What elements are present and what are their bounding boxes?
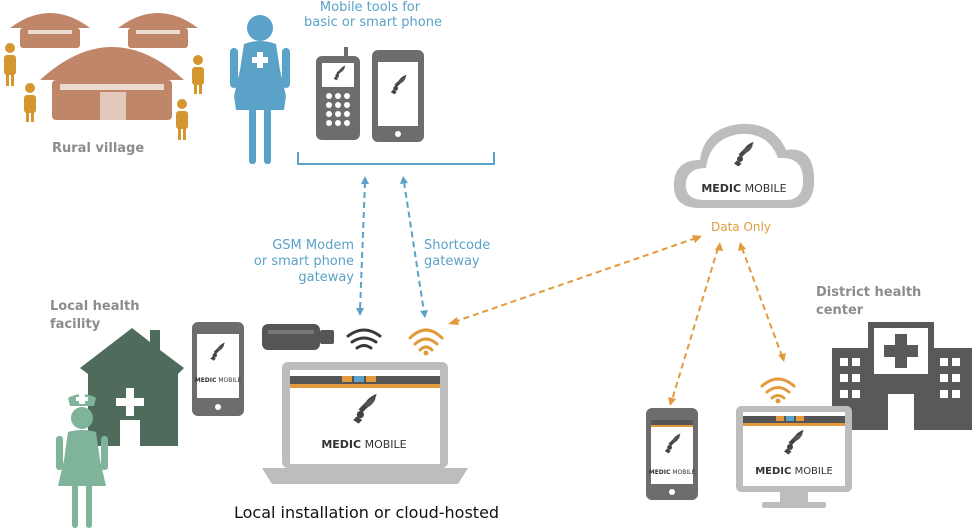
local-health-line2: facility	[50, 317, 101, 332]
cloud-icon: MEDIC MOBILE	[673, 123, 815, 208]
mobile-tools-label: Mobile tools for basic or smart phone	[304, 0, 442, 30]
laptop-icon: MEDIC MOBILE	[262, 362, 468, 484]
local-health-facility-label: Local health facility	[50, 298, 139, 334]
shortcode-line2: gateway	[424, 254, 480, 269]
gsm-line1: GSM Modem	[272, 238, 354, 253]
mobile-tools-line1: Mobile tools for	[319, 0, 421, 15]
svg-text:MEDIC MOBILE: MEDIC MOBILE	[649, 469, 696, 476]
gsm-modem-label: GSM Modem or smart phone gateway	[242, 238, 354, 286]
shortcode-line1: Shortcode	[424, 238, 491, 253]
caption: Local installation or cloud-hosted	[234, 503, 500, 522]
wifi-icon	[408, 328, 444, 352]
villager-icon	[4, 43, 204, 140]
svg-text:MEDIC MOBILE: MEDIC MOBILE	[755, 466, 833, 477]
district-line1: District health	[816, 285, 922, 300]
rural-village-label: Rural village	[52, 141, 145, 156]
health-worker-icon	[230, 15, 290, 164]
svg-text:MEDIC MOBILE: MEDIC MOBILE	[321, 438, 406, 451]
shortcode-gateway-label: Shortcode gateway	[424, 238, 490, 270]
rural-village-group	[4, 13, 204, 140]
district-line2: center	[816, 303, 864, 318]
svg-text:MEDIC MOBILE: MEDIC MOBILE	[701, 182, 786, 195]
hospital-icon	[832, 322, 972, 430]
gsm-line2: or smart phone	[253, 254, 354, 269]
gateway-arrowheads	[356, 176, 428, 318]
district-health-center-label: District health center	[816, 284, 921, 320]
gateway-links	[359, 181, 425, 313]
gsm-line3: gateway	[298, 270, 354, 285]
cloud-links	[453, 237, 783, 401]
smartphone-icon	[372, 50, 424, 142]
usb-modem-icon	[262, 324, 334, 350]
nurse-icon	[56, 394, 108, 528]
basic-phone-icon	[316, 47, 360, 140]
clinic-icon	[80, 328, 184, 446]
svg-text:MEDIC MOBILE: MEDIC MOBILE	[195, 377, 242, 384]
local-health-line1: Local health	[50, 299, 140, 314]
mobile-tools-line2: basic or smart phone	[304, 15, 442, 30]
wifi-icon	[346, 328, 382, 350]
data-only-label: Data Only	[711, 220, 771, 234]
hut-icon	[10, 13, 198, 120]
wifi-dot	[775, 398, 781, 404]
wifi-icon	[760, 377, 796, 400]
smartphone-icon: MEDIC MOBILE	[646, 408, 698, 500]
desktop-monitor-icon: MEDIC MOBILE	[736, 406, 852, 508]
phones-bracket	[297, 152, 495, 165]
wifi-dot	[423, 350, 429, 356]
cloud-arrowheads	[448, 235, 786, 406]
smartphone-icon: MEDIC MOBILE	[192, 322, 244, 416]
